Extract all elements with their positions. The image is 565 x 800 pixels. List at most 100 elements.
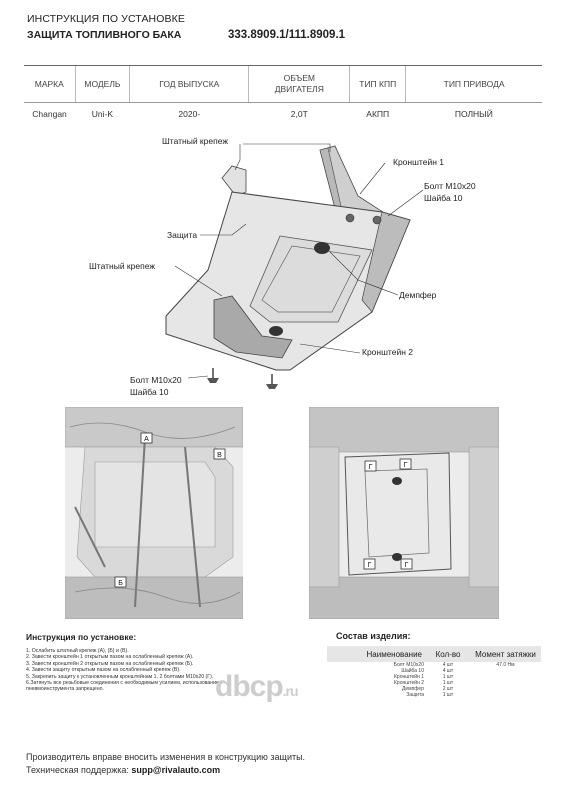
- table-row: Шайба 10 4 шт: [327, 668, 541, 674]
- table-row: Болт М10х20 4 шт 47.0 Нм: [327, 662, 541, 668]
- label-washer-left: Шайба 10: [130, 387, 169, 397]
- bracket2-shape: [213, 295, 293, 359]
- tag-g1: Г: [369, 464, 373, 471]
- loose-bolt-2: [266, 374, 278, 389]
- installed-damper-2: [392, 553, 402, 561]
- watermark-suffix: .ru: [282, 683, 299, 699]
- instructions-title: Инструкция по установке:: [26, 632, 137, 642]
- guard-side-face: [361, 211, 411, 313]
- table-row: Кронштейн 2 1 шт: [327, 680, 541, 686]
- step-2: 2. Завести кронштейн 1 открытым пазом на…: [26, 654, 194, 661]
- table-row: Демпфер 2 шт: [327, 686, 541, 692]
- tag-a-box: [140, 432, 153, 444]
- comp-torque: [470, 692, 541, 698]
- installed-guard: [344, 452, 452, 576]
- comp-qty: 1 шт: [442, 680, 454, 686]
- guard-recess: [249, 235, 373, 323]
- tag-a: А: [144, 436, 149, 443]
- watermark-main: dbcp: [215, 670, 284, 703]
- spec-header-gearbox: ТИП КПП: [349, 66, 406, 103]
- spec-year: 2020-: [178, 109, 201, 119]
- installed-damper-1: [392, 477, 402, 485]
- composition-table: Наименование Кол-во Момент затяжки Болт …: [327, 646, 541, 698]
- comp-qty: 4 шт: [442, 662, 454, 668]
- tag-b: Б: [118, 580, 123, 587]
- comp-qty: 4 шт: [442, 668, 454, 674]
- label-std-fastener-left: Штатный крепеж: [89, 261, 156, 271]
- comp-name: Шайба 10: [401, 668, 424, 674]
- label-washer-right: Шайба 10: [424, 193, 463, 203]
- composition-header-row: Наименование Кол-во Момент затяжки: [327, 646, 541, 662]
- damper-1: [314, 242, 330, 254]
- spec-model: Uni-K: [91, 109, 114, 119]
- comp-header-qty: Кол-во: [426, 646, 470, 662]
- vehicle-photo-right: Г Г Г Г: [309, 407, 499, 619]
- step-1: 1. Ослабить штатный крепеж (А), (Б) и (В…: [26, 648, 129, 654]
- spec-header-engine: ОБЪЕМ ДВИГАТЕЛЯ: [248, 66, 350, 103]
- step-6: 6.Затянуть все резьбовые соединения с не…: [26, 680, 219, 687]
- tag-v: В: [217, 452, 222, 459]
- spec-header-row: МАРКА МОДЕЛЬ ГОД ВЫПУСКА ОБЪЕМ ДВИГАТЕЛЯ…: [24, 66, 542, 103]
- tag-g2-box: [399, 458, 412, 470]
- footer-support: Техническая поддержка: supp@rivalauto.co…: [26, 765, 220, 775]
- label-std-fastener-top: Штатный крепеж: [162, 136, 229, 146]
- support-email-link[interactable]: supp@rivalauto.com: [131, 765, 221, 775]
- step-6-cont: пневмоинструмента запрещено.: [26, 686, 104, 693]
- table-top-rule: [24, 65, 542, 66]
- tag-g4: Г: [405, 562, 409, 569]
- spec-engine: 2,0T: [290, 109, 308, 119]
- spec-header-drive: ТИП ПРИВОДА: [405, 66, 542, 103]
- bolt-2: [372, 215, 382, 225]
- doc-title-line1: ИНСТРУКЦИЯ ПО УСТАНОВКЕ: [27, 13, 185, 25]
- leader-lines: [174, 143, 424, 379]
- spec-header-year: ГОД ВЫПУСКА: [129, 66, 249, 103]
- vehicle-photo-left: А В Б: [65, 407, 243, 619]
- comp-header-name: Наименование: [327, 646, 426, 662]
- support-label: Техническая поддержка:: [26, 765, 132, 775]
- tag-g2: Г: [404, 462, 408, 469]
- tag-b-box: [114, 576, 127, 588]
- installed-guard-recess: [364, 468, 430, 558]
- comp-name: Кронштейн 2: [394, 680, 424, 686]
- table-row: Кронштейн 1 1 шт: [327, 674, 541, 680]
- comp-name: Демпфер: [402, 686, 424, 692]
- guard-recess-inner: [261, 245, 361, 313]
- comp-qty: 1 шт: [442, 692, 454, 698]
- spec-gearbox: АКПП: [366, 109, 390, 119]
- label-bolt-right: Болт М10х20: [424, 181, 476, 191]
- doc-title-line2: ЗАЩИТА ТОПЛИВНОГО БАКА: [27, 29, 182, 41]
- label-bracket1: Кронштейн 1: [393, 157, 444, 167]
- comp-name: Болт М10х20: [393, 662, 424, 668]
- label-guard: Защита: [167, 230, 198, 240]
- step-3: 3. Завести кронштейн 2 открытым пазом на…: [26, 660, 194, 667]
- spec-header-brand: МАРКА: [24, 66, 76, 103]
- comp-name: Защита: [406, 692, 424, 698]
- damper-2: [269, 326, 283, 336]
- assembly-diagram: [165, 143, 424, 389]
- comp-qty: 1 шт: [442, 674, 454, 680]
- step-5: 5. Закрепить защиту к установленным крон…: [26, 673, 214, 680]
- part-number: 333.8909.1/111.8909.1: [228, 29, 346, 41]
- spec-value-row: Changan Uni-K 2020- 2,0T АКПП ПОЛНЫЙ: [24, 103, 542, 126]
- footer-disclaimer: Производитель вправе вносить изменения в…: [26, 752, 306, 762]
- tag-g3: Г: [368, 562, 372, 569]
- comp-header-torque: Момент затяжки: [470, 646, 541, 662]
- spec-brand: Changan: [32, 109, 67, 119]
- label-damper: Демпфер: [399, 290, 437, 300]
- composition-title: Состав изделия:: [336, 631, 411, 641]
- instructions-steps: 1. Ослабить штатный крепеж (А), (Б) и (В…: [26, 648, 219, 693]
- spec-drive: ПОЛНЫЙ: [454, 109, 493, 119]
- comp-qty: 2 шт: [442, 686, 454, 692]
- guard-tab: [221, 165, 247, 197]
- spec-header-model: МОДЕЛЬ: [74, 66, 130, 103]
- watermark: dbcp.ru: [215, 670, 299, 704]
- label-bracket2: Кронштейн 2: [362, 347, 413, 357]
- table-row: Защита 1 шт: [327, 692, 541, 698]
- tag-g4-box: [400, 558, 413, 570]
- vehicle-spec-table: МАРКА МОДЕЛЬ ГОД ВЫПУСКА ОБЪЕМ ДВИГАТЕЛЯ…: [24, 66, 542, 125]
- tag-g3-box: [363, 558, 376, 570]
- comp-name: Кронштейн 1: [394, 674, 424, 680]
- comp-torque: 47.0 Нм: [496, 662, 515, 668]
- label-bolt-left: Болт М10х20: [130, 375, 182, 385]
- tag-g1-box: [364, 460, 377, 472]
